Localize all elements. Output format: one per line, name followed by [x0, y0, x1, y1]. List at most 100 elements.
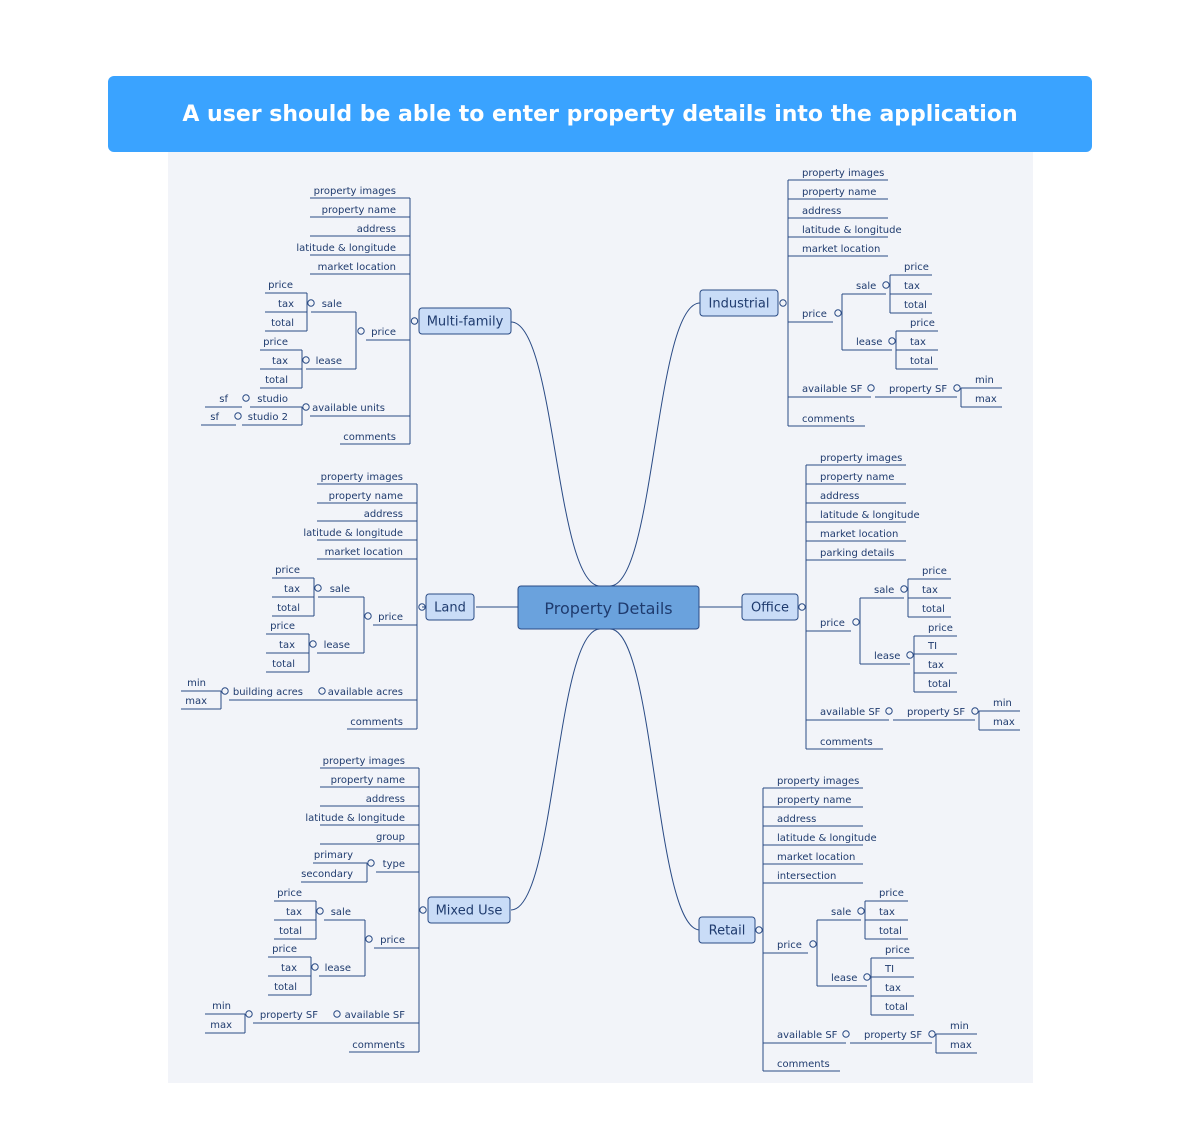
leaf-item: market location	[777, 852, 855, 863]
sale-price: price	[922, 566, 947, 577]
sale-price: price	[275, 565, 300, 576]
collapse-knob-icon	[316, 907, 324, 915]
sale-tax: tax	[922, 585, 938, 596]
collapse-knob-icon	[852, 618, 860, 626]
lease-label: lease	[316, 356, 342, 367]
leaf-comments: comments	[350, 717, 403, 728]
studio-label: studio	[257, 394, 288, 405]
sale-total: total	[879, 926, 902, 937]
leaf-item: property images	[820, 453, 902, 464]
lease-tax: tax	[279, 640, 295, 651]
collapse-knob-icon	[863, 973, 871, 981]
leaf-item: intersection	[777, 871, 836, 882]
node-office[interactable]: Office	[741, 593, 799, 621]
sale-total: total	[922, 604, 945, 615]
collapse-knob-icon	[953, 384, 961, 392]
lease-label: lease	[856, 337, 882, 348]
type-primary: primary	[314, 850, 353, 861]
lease-label: lease	[831, 973, 857, 984]
central-topic-label: Property Details	[544, 599, 672, 618]
node-retail[interactable]: Retail	[698, 916, 756, 944]
lease-total: total	[928, 679, 951, 690]
branch-connector	[510, 628, 601, 911]
collapse-knob-icon	[798, 603, 806, 611]
branch-connector	[510, 321, 601, 587]
collapse-knob-icon	[885, 707, 893, 715]
leaf-item: market location	[318, 262, 396, 273]
node-office-label: Office	[751, 601, 789, 616]
lease-tax: tax	[272, 356, 288, 367]
node-mixed-use-box	[427, 896, 511, 924]
branch-lines	[181, 179, 1020, 1072]
lease-price: price	[928, 623, 953, 634]
collapse-knob-icon	[314, 584, 322, 592]
node-mixed-use-label: Mixed Use	[436, 904, 503, 919]
lease-ti: TI	[884, 964, 894, 975]
collapse-knob-icon	[410, 317, 419, 325]
collapse-knob-icon	[779, 299, 787, 307]
min-label: min	[187, 678, 206, 689]
collapse-knob-icon	[309, 640, 317, 648]
lease-total: total	[885, 1002, 908, 1013]
collapse-knob-icon	[311, 963, 319, 971]
sale-label: sale	[856, 281, 876, 292]
lease-price: price	[885, 945, 910, 956]
leaf-item: property name	[820, 472, 894, 483]
sale-tax: tax	[284, 584, 300, 595]
sale-label: sale	[330, 584, 350, 595]
leaf-item: address	[820, 491, 859, 502]
branch-connector	[609, 628, 701, 931]
lease-label: lease	[324, 640, 350, 651]
sale-total: total	[904, 300, 927, 311]
leaf-item: latitude & longitude	[802, 225, 902, 236]
lease-tax: tax	[910, 337, 926, 348]
price-label: price	[371, 327, 396, 338]
min-label: min	[993, 698, 1012, 709]
leaf-item: market location	[820, 529, 898, 540]
collapse-knob-icon	[928, 1030, 936, 1038]
leaf-item: property name	[331, 775, 405, 786]
sale-total: total	[277, 603, 300, 614]
lease-label: lease	[874, 651, 900, 662]
collapse-knob-icon	[755, 926, 763, 934]
node-land[interactable]: Land	[425, 593, 475, 621]
leaf-comments: comments	[343, 432, 396, 443]
sale-tax: tax	[286, 907, 302, 918]
node-mixed-use[interactable]: Mixed Use	[427, 896, 511, 924]
collapse-knob-icon	[867, 384, 875, 392]
collapse-knob-icon	[842, 1030, 850, 1038]
sf-label: sf	[219, 394, 228, 405]
max-label: max	[975, 394, 997, 405]
price-label: price	[380, 935, 405, 946]
collapse-knob-icon	[365, 935, 373, 943]
max-label: max	[993, 717, 1015, 728]
node-retail-label: Retail	[709, 924, 746, 939]
available-acres-label: available acres	[328, 687, 403, 698]
sale-total: total	[279, 926, 302, 937]
leaf-item: market location	[802, 244, 880, 255]
leaf-item: address	[802, 206, 841, 217]
leaf-item: latitude & longitude	[305, 813, 405, 824]
sale-tax: tax	[278, 299, 294, 310]
lease-price: price	[263, 337, 288, 348]
leaf-item: address	[357, 224, 396, 235]
leaf-item: latitude & longitude	[777, 833, 877, 844]
sale-label: sale	[831, 907, 851, 918]
max-label: max	[185, 696, 207, 707]
sale-label: sale	[322, 299, 342, 310]
node-multi-family-label: Multi-family	[427, 315, 504, 330]
leaf-item: latitude & longitude	[303, 528, 403, 539]
collapse-knob-icon	[245, 1010, 253, 1018]
sale-tax: tax	[904, 281, 920, 292]
central-topic[interactable]: Property Details	[517, 585, 700, 630]
price-label: price	[777, 940, 802, 951]
leaf-item: property name	[322, 205, 396, 216]
collapse-knob-icon	[234, 412, 242, 420]
node-multi-family[interactable]: Multi-family	[418, 307, 512, 335]
node-industrial[interactable]: Industrial	[699, 289, 779, 317]
lease-tax: tax	[885, 983, 901, 994]
leaf-labels: property images property name address latit…	[185, 168, 1015, 1070]
connectors	[476, 302, 742, 931]
